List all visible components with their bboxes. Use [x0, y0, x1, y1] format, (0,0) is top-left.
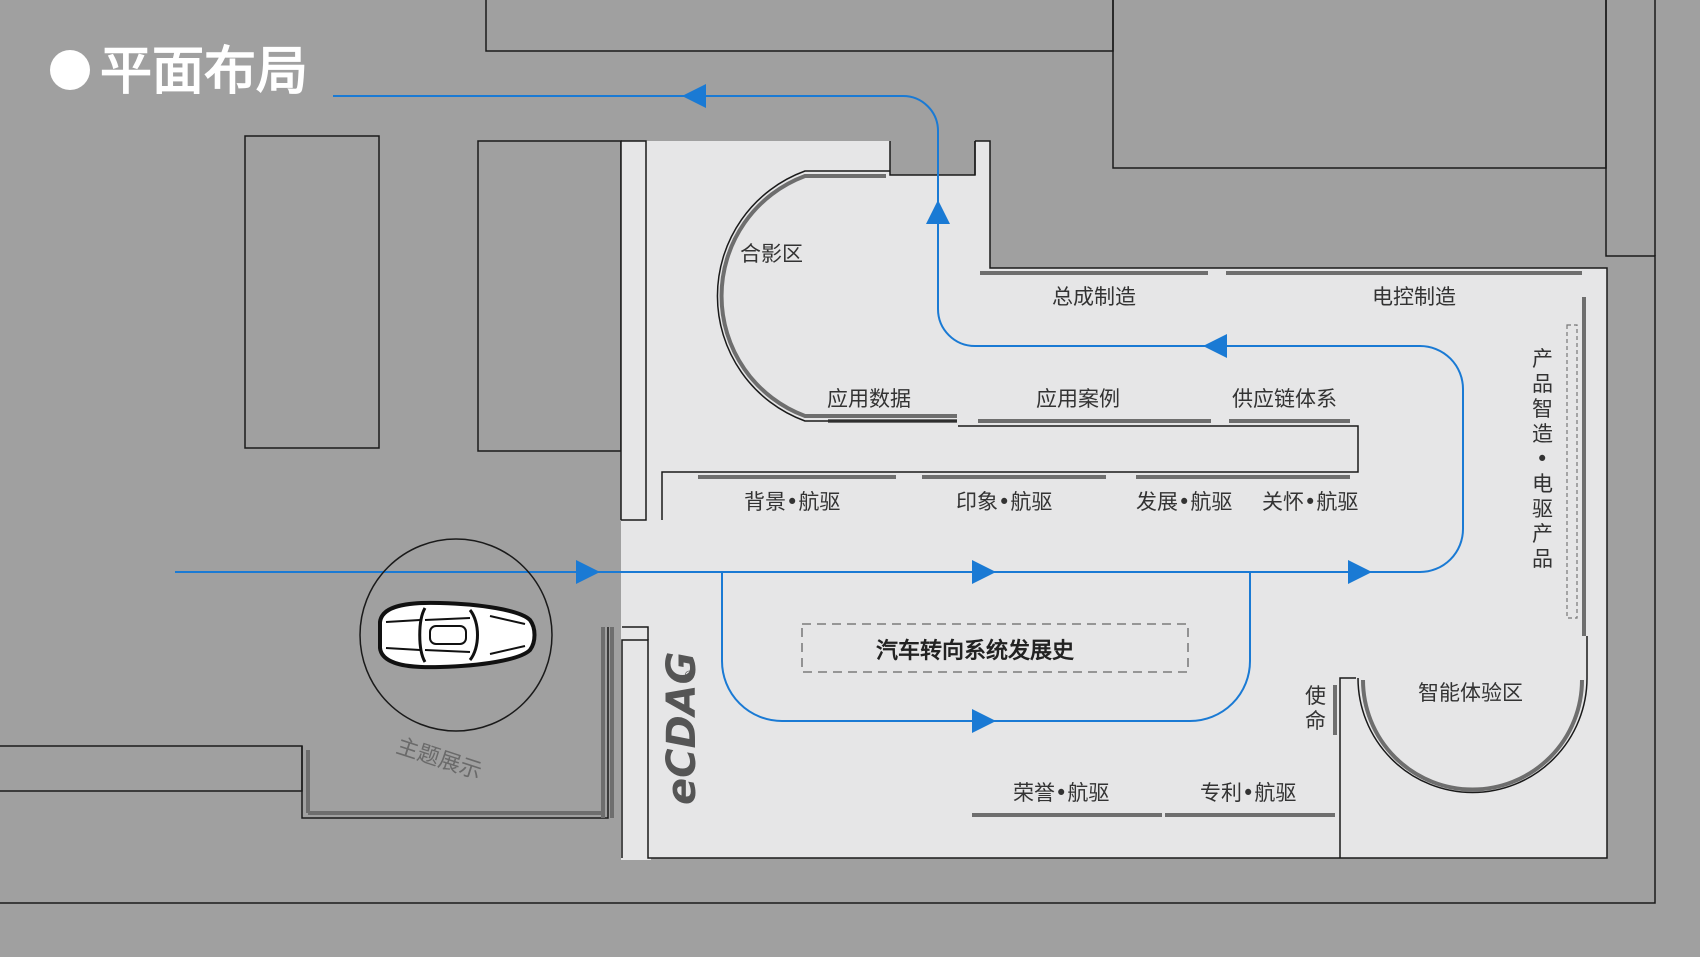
zone-assembly: 总成制造: [1052, 285, 1136, 309]
arrow-right-3: [1348, 560, 1372, 584]
zone-history: 汽车转向系统发展史: [876, 638, 1075, 664]
zone-care: 关怀•航驱: [1262, 490, 1358, 514]
smart-zone-outline: [1357, 636, 1588, 794]
zone-smart: 智能体验区: [1418, 681, 1523, 705]
entrance-floor: [621, 520, 651, 860]
vertical-char: 品: [1532, 372, 1553, 396]
zone-honor: 荣誉•航驱: [1013, 781, 1109, 805]
zone-patent: 专利•航驱: [1200, 781, 1296, 805]
exhibition-floor: [621, 141, 1607, 858]
ecdag-logo: eCDAG: [659, 652, 705, 805]
zone-development: 发展•航驱: [1136, 490, 1232, 514]
vertical-char: 品: [1532, 547, 1553, 571]
vertical-char: 产: [1532, 522, 1553, 546]
zone-mission-1: 使: [1305, 684, 1326, 708]
vertical-char: 驱: [1532, 497, 1553, 521]
vertical-char: •: [1536, 447, 1548, 471]
arrow-right-1: [576, 560, 600, 584]
arrow-up: [926, 200, 950, 224]
smart-zone-wall: [1361, 679, 1584, 792]
left-building-1: [244, 135, 380, 449]
zone-econtrol: 电控制造: [1372, 285, 1456, 309]
vertical-char: 电: [1532, 472, 1553, 496]
page-title: 平面布局: [100, 42, 308, 102]
floor-walls: [301, 140, 1608, 859]
vertical-display-frame: [1566, 324, 1578, 619]
history-box: [801, 623, 1189, 673]
photo-zone-wall: [719, 174, 957, 418]
arrow-right-2: [972, 560, 996, 584]
zone-background: 背景•航驱: [744, 490, 840, 514]
zone-app-cases: 应用案例: [1036, 387, 1120, 411]
arrow-left-2: [682, 84, 706, 108]
title-bullet-icon: [50, 50, 90, 90]
zone-impression: 印象•航驱: [956, 490, 1052, 514]
vertical-char: 产: [1532, 347, 1553, 371]
zone-supply: 供应链体系: [1232, 387, 1337, 411]
exhibit-walls: [306, 271, 1586, 818]
photo-zone-outline: [716, 170, 957, 422]
zone-app-data: 应用数据: [827, 387, 911, 411]
route-arrows: [576, 84, 1372, 733]
zone-mission-2: 命: [1305, 709, 1326, 733]
zone-vertical-product: 产 品 智 造 • 电 驱 产 品: [1532, 347, 1553, 571]
theme-display-circle: [359, 538, 553, 732]
car-icon: [378, 600, 537, 670]
vertical-char: 智: [1532, 397, 1553, 421]
zone-photo: 合影区: [740, 242, 803, 266]
arrow-left-1: [1203, 334, 1227, 358]
vertical-char: 造: [1532, 422, 1553, 446]
arrow-right-4: [972, 709, 996, 733]
registered-mark: ®: [683, 669, 697, 681]
